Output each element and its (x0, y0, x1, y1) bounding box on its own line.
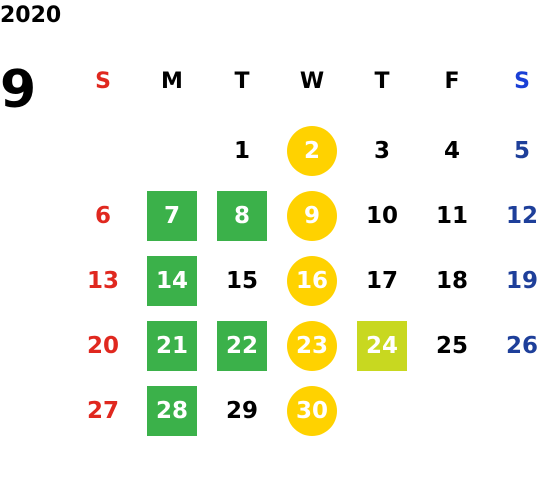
weekday-header: T (374, 68, 390, 94)
day-10[interactable]: 10 (365, 203, 398, 229)
weekday-header: S (95, 68, 111, 94)
day-22[interactable]: 22 (217, 321, 267, 371)
day-18[interactable]: 18 (435, 268, 468, 294)
day-21[interactable]: 21 (147, 321, 197, 371)
day-28[interactable]: 28 (147, 386, 197, 436)
day-2[interactable]: 2 (287, 126, 337, 176)
day-13[interactable]: 13 (86, 268, 119, 294)
day-23[interactable]: 23 (287, 321, 337, 371)
day-14[interactable]: 14 (147, 256, 197, 306)
day-9[interactable]: 9 (287, 191, 337, 241)
day-20[interactable]: 20 (86, 333, 119, 359)
day-17[interactable]: 17 (365, 268, 398, 294)
day-1[interactable]: 1 (233, 138, 250, 164)
month-number: 9 (0, 60, 37, 120)
day-25[interactable]: 25 (435, 333, 468, 359)
day-7[interactable]: 7 (147, 191, 197, 241)
day-3[interactable]: 3 (373, 138, 390, 164)
day-27[interactable]: 27 (86, 398, 119, 424)
day-4[interactable]: 4 (443, 138, 460, 164)
weekday-header: S (514, 68, 530, 94)
weekday-header: M (161, 68, 183, 94)
day-19[interactable]: 19 (505, 268, 538, 294)
day-30[interactable]: 30 (287, 386, 337, 436)
day-29[interactable]: 29 (225, 398, 258, 424)
day-16[interactable]: 16 (287, 256, 337, 306)
day-15[interactable]: 15 (225, 268, 258, 294)
weekday-header: T (234, 68, 250, 94)
day-8[interactable]: 8 (217, 191, 267, 241)
day-6[interactable]: 6 (94, 203, 111, 229)
weekday-header: F (444, 68, 460, 94)
day-5[interactable]: 5 (513, 138, 530, 164)
day-26[interactable]: 26 (505, 333, 538, 359)
day-12[interactable]: 12 (505, 203, 538, 229)
day-24[interactable]: 24 (357, 321, 407, 371)
day-11[interactable]: 11 (435, 203, 468, 229)
year-label: 2020 (0, 3, 62, 28)
weekday-header: W (299, 68, 325, 94)
